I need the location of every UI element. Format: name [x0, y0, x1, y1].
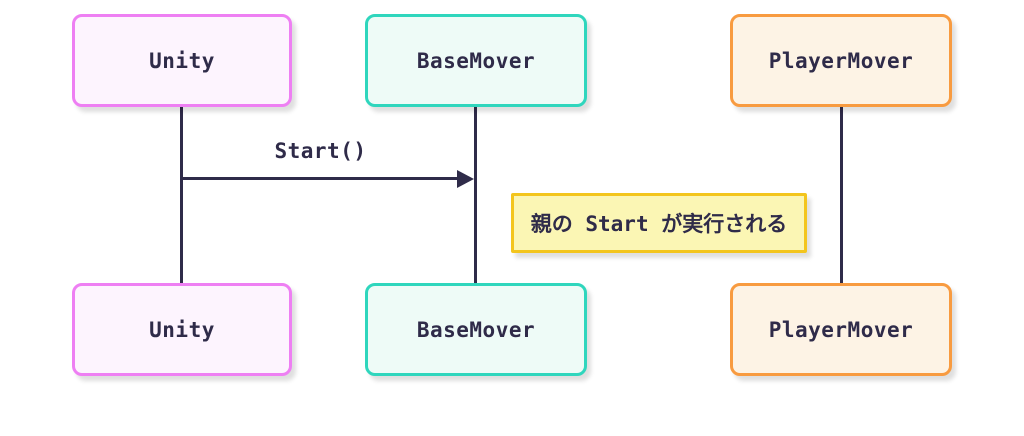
participant-basemover-top: BaseMover — [365, 14, 587, 107]
participant-unity-top-label: Unity — [149, 48, 215, 73]
participant-unity-bottom: Unity — [72, 283, 292, 376]
message-arrow-line — [182, 177, 459, 180]
message-arrowhead-icon — [457, 170, 474, 188]
participant-unity-top: Unity — [72, 14, 292, 107]
participant-unity-bottom-label: Unity — [149, 317, 215, 342]
lifeline-playermover — [840, 105, 843, 285]
message-label-start: Start() — [274, 139, 367, 163]
participant-playermover-bottom-label: PlayerMover — [768, 317, 914, 342]
participant-basemover-top-label: BaseMover — [416, 48, 536, 73]
participant-basemover-bottom: BaseMover — [365, 283, 587, 376]
note-box: 親の Start が実行される — [511, 193, 807, 253]
note-label: 親の Start が実行される — [530, 212, 788, 236]
lifeline-unity — [180, 105, 183, 285]
participant-playermover-top-label: PlayerMover — [768, 48, 914, 73]
participant-basemover-bottom-label: BaseMover — [416, 317, 536, 342]
participant-playermover-bottom: PlayerMover — [730, 283, 952, 376]
participant-playermover-top: PlayerMover — [730, 14, 952, 107]
lifeline-basemover — [474, 105, 477, 285]
